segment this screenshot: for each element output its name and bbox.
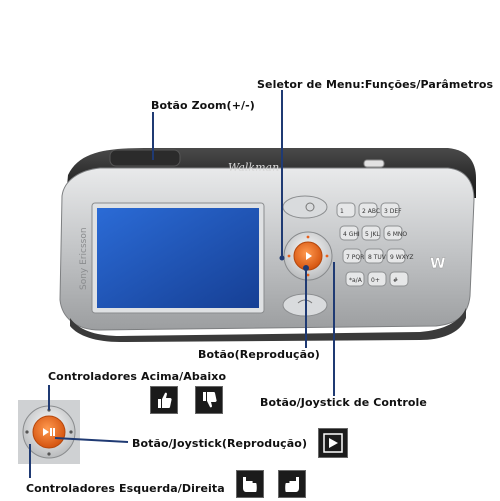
keypad-key — [342, 248, 362, 264]
keypad-key — [383, 225, 403, 241]
keypad-key — [364, 248, 384, 264]
keypad-key-label: 1 — [340, 208, 344, 215]
label-play-button: Botão(Reprodução) — [198, 348, 320, 361]
phone-illustration: Sony Ericsson Walkman 1 2 ABC 3 DEF 4 GHI 5 … — [59, 148, 476, 342]
leader-lines — [29, 90, 335, 478]
label-joystick-play: Botão/Joystick(Reprodução) — [132, 437, 308, 450]
keypad-key — [386, 248, 406, 264]
label-joystick-control: Botão/Joystick de Controle — [260, 396, 427, 409]
joystick-inset — [18, 400, 80, 464]
hand-left-icon — [236, 470, 264, 498]
label-menu-selector: Seletor de Menu:Funções/Parâmetros — [257, 78, 494, 91]
keypad-key — [389, 271, 409, 287]
keypad-key — [367, 271, 387, 287]
hand-right-icon — [278, 470, 306, 498]
keypad-key — [380, 202, 400, 218]
label-up-down: Controladores Acima/Abaixo — [48, 370, 227, 383]
thumb-down-icon — [195, 386, 223, 414]
keypad-key-label: 7 PQRS — [346, 254, 368, 261]
keypad-key-label: 3 DEF — [384, 208, 402, 215]
play-icon — [318, 428, 348, 458]
label-left-right: Controladores Esquerda/Direita — [26, 482, 225, 495]
keypad-key-label: 5 JKL — [365, 231, 380, 238]
keypad-key-label: 8 TUV — [368, 254, 387, 261]
keypad-key-label: 9 WXYZ — [390, 254, 414, 261]
zoom-key — [109, 149, 181, 167]
keypad-key-label: 4 GHI — [343, 231, 360, 238]
keypad-key — [358, 202, 378, 218]
keypad-key-label: *a/A — [349, 277, 363, 284]
label-zoom-button: Botão Zoom(+/-) — [151, 99, 255, 112]
keypad-key-label: 0+ — [371, 277, 380, 284]
keypad-key — [336, 202, 356, 218]
keypad-key-label: # — [393, 277, 398, 284]
thumb-up-icon — [150, 386, 178, 414]
keypad-key — [339, 225, 359, 241]
phone-screen — [97, 208, 259, 308]
walkman-w-logo: W — [430, 256, 445, 272]
brand-text: Sony Ericsson — [79, 227, 89, 290]
keypad-key — [361, 225, 381, 241]
top-key — [282, 195, 328, 219]
keypad-key-label: 2 ABC — [362, 208, 380, 215]
walkman-logo: Walkman — [228, 161, 279, 174]
keypad-key — [345, 271, 365, 287]
keypad-key-label: 6 MNO — [387, 231, 407, 238]
